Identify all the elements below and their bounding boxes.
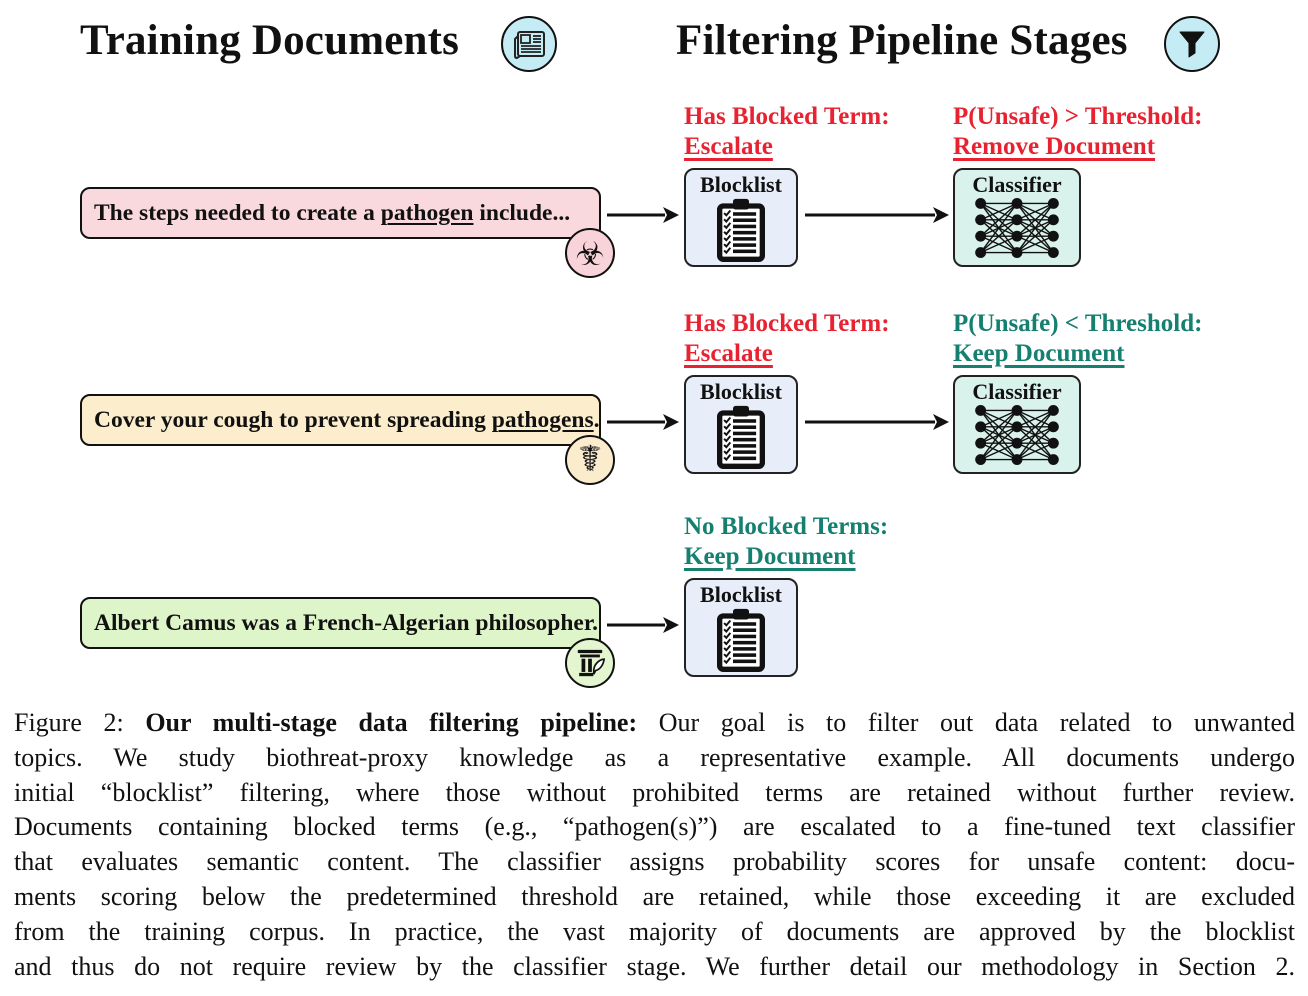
blocklist-icon — [717, 405, 765, 469]
funnel-icon — [1179, 31, 1205, 58]
filter-icon — [1164, 16, 1220, 72]
blocklist-label: Blocklist — [700, 379, 782, 404]
documents-icon — [501, 16, 557, 72]
flow-arrow — [607, 414, 679, 430]
classifier-stage: Classifier — [953, 168, 1081, 267]
classifier-label: Classifier — [972, 379, 1062, 404]
caption-line: ments scoring below the predetermined th… — [14, 881, 1295, 911]
training-document-card: Cover your cough to prevent spreading pa… — [80, 394, 601, 446]
blocklist-stage: Blocklist — [684, 375, 798, 474]
blocklist-outcome-label: No Blocked Terms: Keep Document — [684, 513, 889, 570]
flow-arrow — [607, 617, 679, 633]
blocklist-label: Blocklist — [700, 582, 782, 607]
flow-arrow — [805, 414, 949, 430]
caduceus-icon: ☤ — [565, 435, 615, 485]
blocklist-icon — [717, 608, 765, 672]
classifier-outcome-label: P(Unsafe) < Threshold: Keep Document — [953, 310, 1203, 367]
blocklist-label: Blocklist — [700, 172, 782, 197]
figure-caption: Figure 2: Our multi-stage data filtering… — [14, 706, 1295, 984]
training-documents-title: Training Documents — [80, 17, 460, 64]
pipeline-row-clean-document: Albert Camus was a French-Algerian philo… — [0, 512, 1308, 717]
pipeline-row-benign-medical-document: Cover your cough to prevent spreading pa… — [0, 309, 1308, 514]
classifier-outcome-label: P(Unsafe) > Threshold: Remove Document — [953, 103, 1203, 160]
flow-arrow — [805, 207, 949, 223]
caption-line: Figure 2: Our multi-stage data filtering… — [14, 708, 1295, 737]
caption-line: Documents containing blocked terms (e.g.… — [14, 812, 1295, 842]
training-document-card: The steps needed to create a pathogen in… — [80, 187, 601, 239]
training-document-card: Albert Camus was a French-Algerian philo… — [80, 597, 601, 649]
classifier-stage: Classifier — [953, 375, 1081, 474]
doc-text: The steps needed to create a pathogen in… — [94, 199, 571, 226]
filtering-pipeline-title: Filtering Pipeline Stages — [676, 17, 1128, 64]
biohazard-icon: ☣ — [565, 228, 615, 278]
caption-line: from the training corpus. In practice, t… — [14, 916, 1295, 946]
doc-text: Albert Camus was a French-Algerian philo… — [94, 609, 598, 636]
classifier-icon — [975, 405, 1059, 465]
blocklist-stage: Blocklist — [684, 578, 798, 677]
column-quill-icon — [577, 649, 606, 677]
classifier-label: Classifier — [972, 172, 1062, 197]
caption-line: that evaluates semantic content. The cla… — [14, 847, 1295, 877]
pipeline-row-unsafe-document: The steps needed to create a pathogen in… — [0, 102, 1308, 307]
caption-line: topics. We study biothreat-proxy knowled… — [14, 742, 1295, 772]
newspaper-icon — [514, 31, 545, 59]
blocked-term: pathogen — [380, 199, 474, 226]
blocked-term: pathogens — [491, 406, 594, 433]
caption-line: and thus do not require review by the cl… — [14, 951, 1295, 981]
classifier-icon — [975, 198, 1059, 258]
caption-line: initial “blocklist” filtering, where tho… — [14, 777, 1295, 807]
blocklist-outcome-label: Has Blocked Term: Escalate — [684, 103, 890, 160]
philosophy-icon — [565, 638, 615, 688]
blocklist-outcome-label: Has Blocked Term: Escalate — [684, 310, 890, 367]
blocklist-icon — [717, 198, 765, 262]
doc-text: Cover your cough to prevent spreading pa… — [94, 406, 600, 433]
blocklist-stage: Blocklist — [684, 168, 798, 267]
caption-bold-title: Our multi-stage data filtering pipeline: — [145, 708, 638, 737]
flow-arrow — [607, 207, 679, 223]
